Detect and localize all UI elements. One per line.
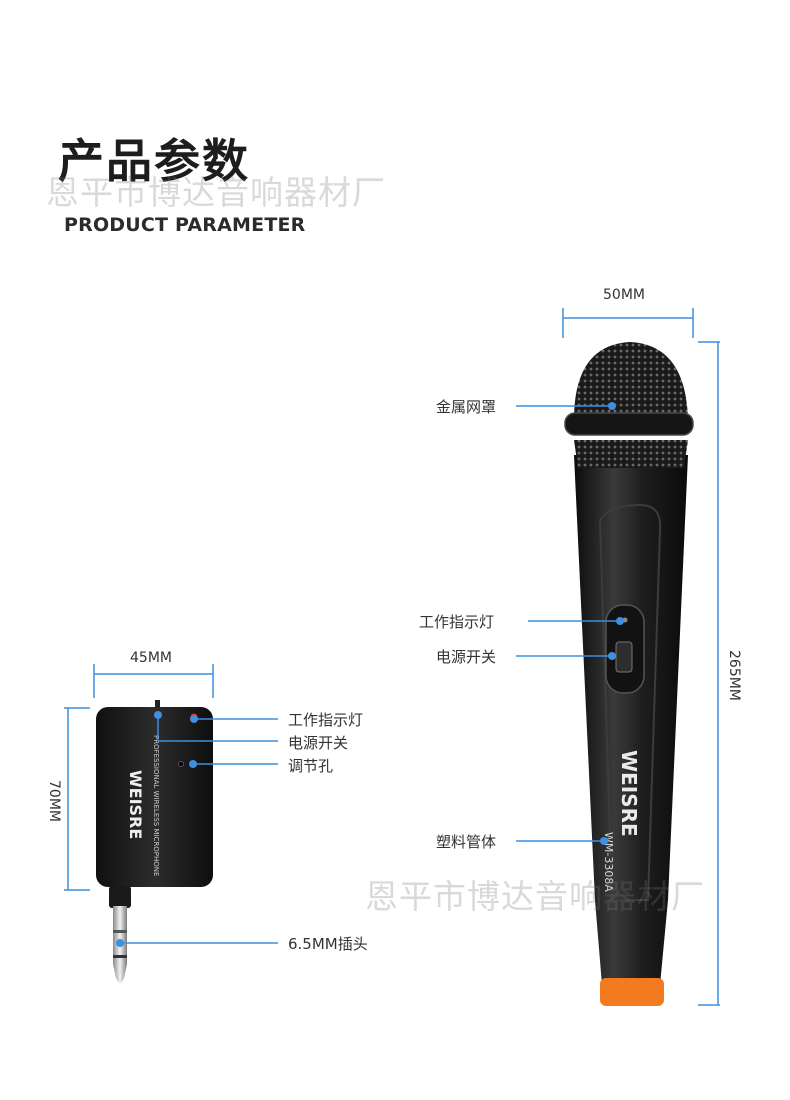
adjust-hole [178,761,184,767]
callout-adjust-hole: 调节孔 [288,757,334,775]
plug-collar [109,886,131,908]
power-switch [615,641,633,673]
page-subtitle: PRODUCT PARAMETER [64,214,306,236]
receiver-dimensions [64,664,214,891]
mic-brand: WEISRE [617,750,641,837]
callout-receiver-power-switch: 电源开关 [288,734,349,752]
watermark-top: 恩平市博达音响器材厂 [46,173,386,212]
plug-tip [113,964,127,983]
microphone-grille [574,342,688,420]
mic-end-cap [600,978,664,1006]
mic-height-label: 265MM [726,650,742,701]
callout-plug: 6.5MM插头 [288,935,368,953]
callout-mic-power-switch: 电源开关 [436,648,497,666]
grille-ring [564,412,694,436]
mic-dimensions [562,308,720,1006]
mic-model: WM-3308A [602,832,615,892]
plug-shaft [113,906,127,964]
receiver-brand: WEISRE [126,770,145,839]
receiver: WEISRE PROFESSIONAL WIRELESS MICROPHONE [96,700,213,983]
callout-grille: 金属网罩 [436,398,497,416]
receiver-body [96,707,213,887]
mic-callout-lines [516,405,620,842]
watermark-bottom: 恩平市博达音响器材厂 [365,877,705,916]
callout-tube: 塑料管体 [436,833,497,851]
receiver-callout-lines [120,715,278,944]
receiver-height-label: 70MM [46,780,62,822]
mic-width-label: 50MM [603,287,645,303]
callout-mic-indicator: 工作指示灯 [419,613,495,631]
microphone: WEISRE WM-3308A [564,342,694,1006]
receiver-body-text: PROFESSIONAL WIRELESS MICROPHONE [152,735,160,876]
page-title: 产品参数 [58,134,250,188]
receiver-width-label: 45MM [130,650,172,666]
callout-receiver-indicator: 工作指示灯 [288,711,364,729]
